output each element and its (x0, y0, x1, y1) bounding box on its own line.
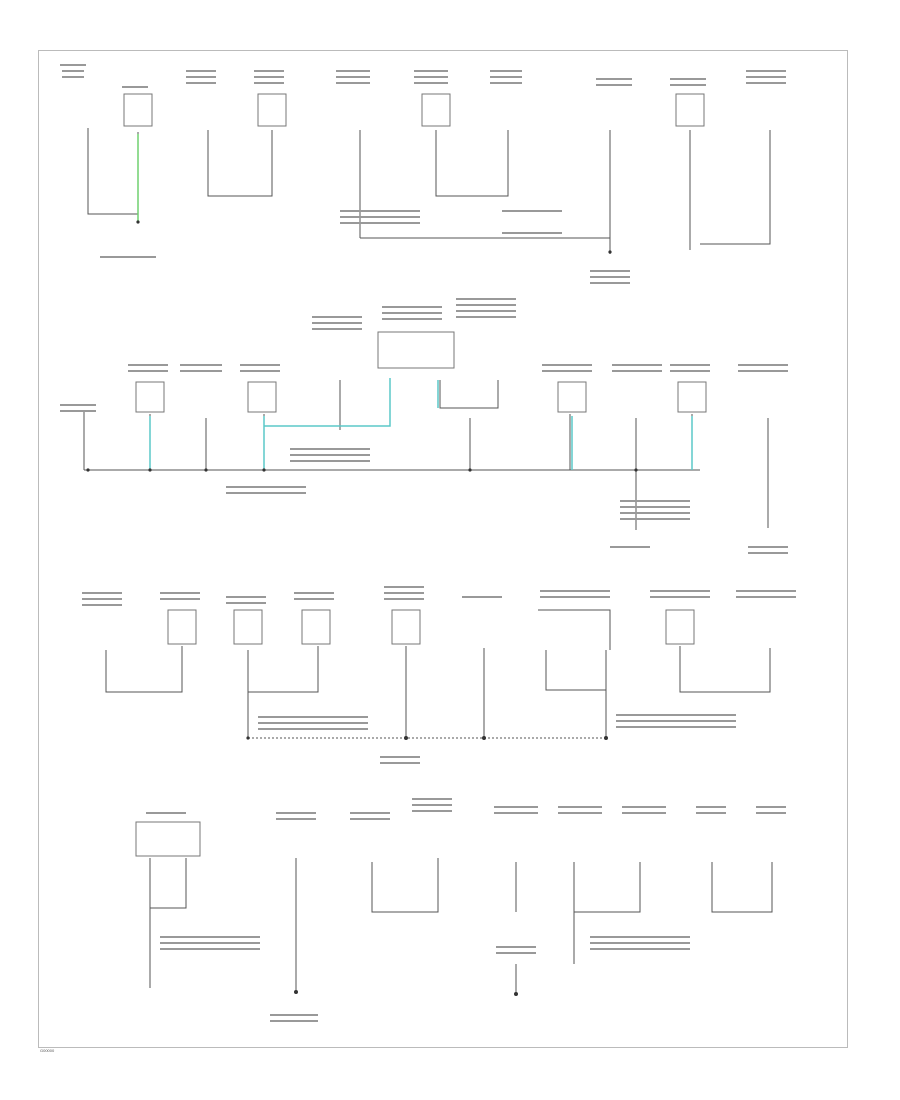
splice-dots (86, 220, 638, 996)
wire-r1-h (700, 130, 771, 245)
figure-code: G00000 (40, 1048, 55, 1053)
wire-r1-b (207, 130, 273, 197)
wire-r4-a (149, 858, 187, 909)
highlighted-wires (149, 378, 693, 470)
wire-r3-c (248, 646, 319, 693)
tiny-labels (60, 64, 796, 1022)
wire-r1-e (360, 237, 611, 254)
wire-r3-g (545, 650, 606, 691)
wire-r3-f (538, 609, 611, 650)
wire-r4-d (371, 858, 439, 913)
wire-r4-f (573, 862, 641, 913)
diagram-frame (38, 50, 848, 1048)
ground-wires (83, 128, 773, 994)
wire-r4-g (711, 862, 773, 913)
wire-r3-a (105, 646, 183, 693)
wire-r2-g (439, 380, 499, 409)
component-boxes (123, 93, 707, 857)
wire-r1-d (435, 130, 509, 197)
wire-r1-a (87, 128, 138, 215)
wire-r3-i (679, 646, 771, 693)
